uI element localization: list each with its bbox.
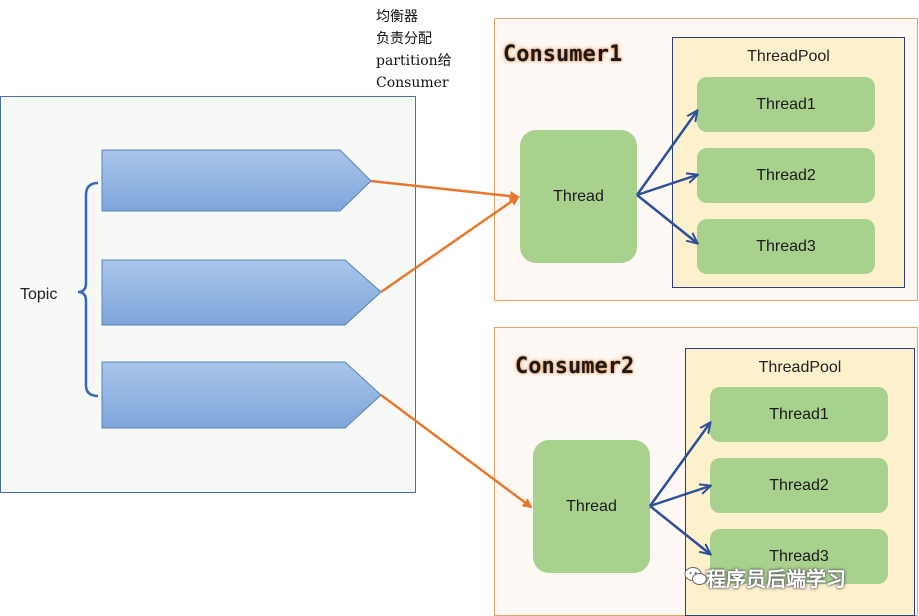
consumer2-pool-thread-1: Thread1 xyxy=(710,387,888,442)
consumer2-threadpool-title: ThreadPool xyxy=(758,359,842,376)
consumer1-pool-thread-2: Thread2 xyxy=(697,148,875,203)
wechat-icon xyxy=(684,567,707,585)
consumer1-pool-thread-3: Thread3 xyxy=(697,219,875,274)
consumer1-threadpool-title: ThreadPool xyxy=(747,48,830,65)
arrow-p1-to-consumer1 xyxy=(370,179,520,202)
consumer2-pool-thread-2: Thread2 xyxy=(710,458,888,513)
balancer-note-line-3: partition给 xyxy=(376,53,452,69)
balancer-note-line-2: 负责分配 xyxy=(376,31,432,47)
consumer2-title: Consumer2 xyxy=(515,354,635,379)
watermark-text: 程序员后端学习 xyxy=(706,567,846,591)
balancer-note-line-1: 均衡器 xyxy=(376,9,418,25)
partition-shape-2 xyxy=(101,259,382,326)
consumer1-pool-thread-1: Thread1 xyxy=(697,77,875,132)
consumer2-pool-thread-3: Thread3 xyxy=(710,529,888,584)
arrow-c2-thread3 xyxy=(649,505,710,554)
arrow-c1-thread3 xyxy=(636,194,697,243)
arrow-c1-thread1 xyxy=(635,111,697,196)
arrow-c2-thread1 xyxy=(648,423,710,507)
balancer-note-line-4: Consumer xyxy=(376,75,449,91)
balancer-note: 均衡器 负责分配 partition给 Consumer xyxy=(376,6,486,94)
consumer1-main-thread: Thread xyxy=(520,130,637,263)
consumer1-title: Consumer1 xyxy=(503,42,623,67)
topic-label: Topic xyxy=(20,286,58,303)
topic-bracket xyxy=(77,181,99,398)
partition-shape-3 xyxy=(101,361,382,429)
arrow-c2-thread2 xyxy=(649,486,710,508)
consumer2-main-thread: Thread xyxy=(533,440,650,573)
arrow-c1-thread2 xyxy=(636,175,697,197)
arrow-p3-to-consumer2 xyxy=(380,393,533,509)
arrow-p2-to-consumer1 xyxy=(380,195,520,294)
partition-shape-1 xyxy=(101,149,372,212)
